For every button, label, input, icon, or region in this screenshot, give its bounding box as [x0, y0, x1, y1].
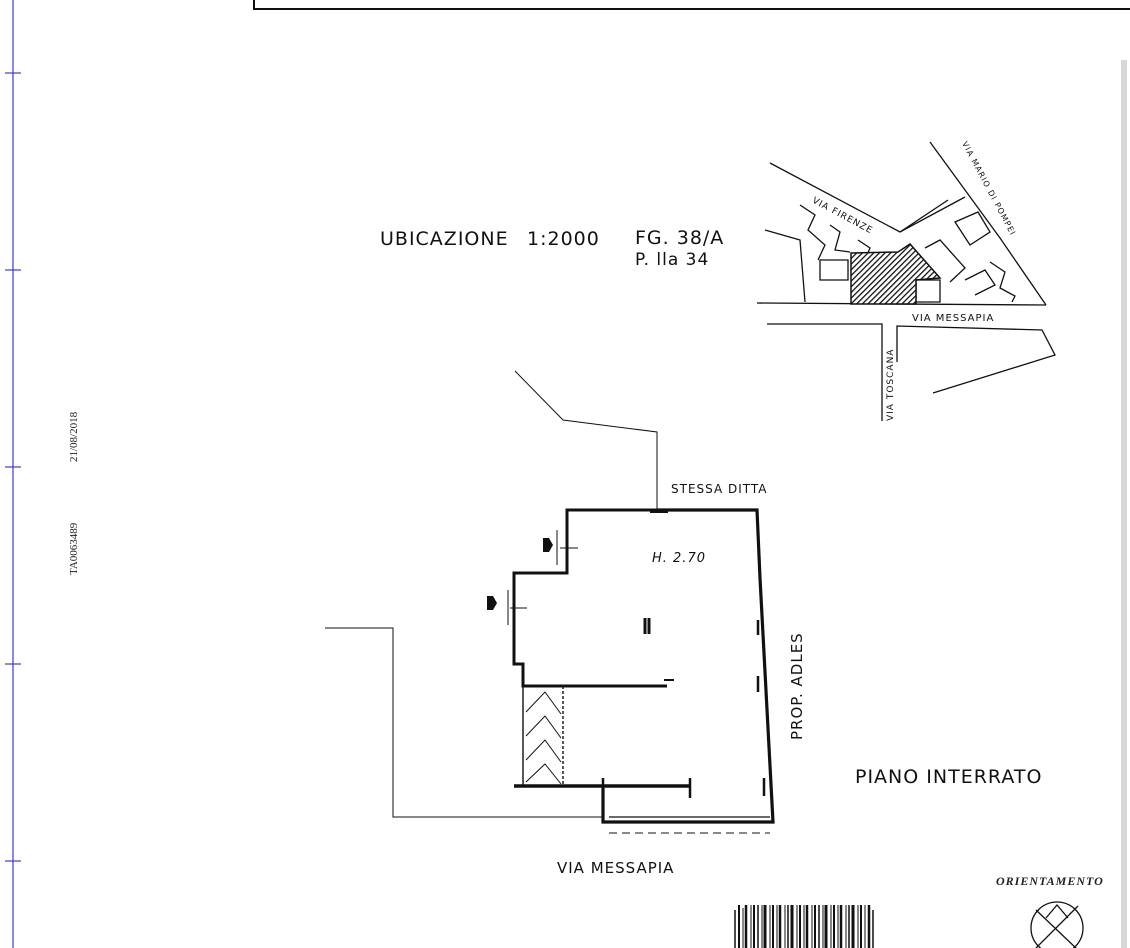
street-label-via-toscana: VIA TOSCANA — [886, 348, 896, 421]
entrance-arrow — [543, 538, 553, 552]
margin-line — [5, 0, 21, 948]
orientation-label: ORIENTAMENTO — [996, 874, 1104, 888]
neighbor-right-label: PROP. ADLES — [788, 632, 806, 740]
particella-label: P. lla 34 — [635, 250, 710, 270]
ubicazione-label: UBICAZIONE — [380, 228, 509, 250]
stamp-code: TA0063489 — [68, 522, 80, 575]
stamp-date: 21/08/2018 — [68, 411, 80, 462]
scale-label: 1:2000 — [527, 228, 600, 250]
entrance-arrow — [487, 596, 497, 610]
height-label: H. 2.70 — [652, 551, 706, 566]
foglio-label: FG. 38/A — [635, 227, 725, 249]
floor-plan — [325, 370, 775, 834]
barcode — [734, 905, 874, 948]
neighbor-top-label: STESSA DITTA — [671, 482, 768, 496]
header-frame — [253, 0, 1130, 10]
street-label-via-messapia: VIA MESSAPIA — [912, 313, 995, 324]
location-map — [756, 141, 1056, 421]
floor-name-label: PIANO INTERRATO — [855, 766, 1043, 788]
street-bottom-label: VIA MESSAPIA — [557, 859, 675, 877]
compass-icon — [1030, 901, 1084, 948]
